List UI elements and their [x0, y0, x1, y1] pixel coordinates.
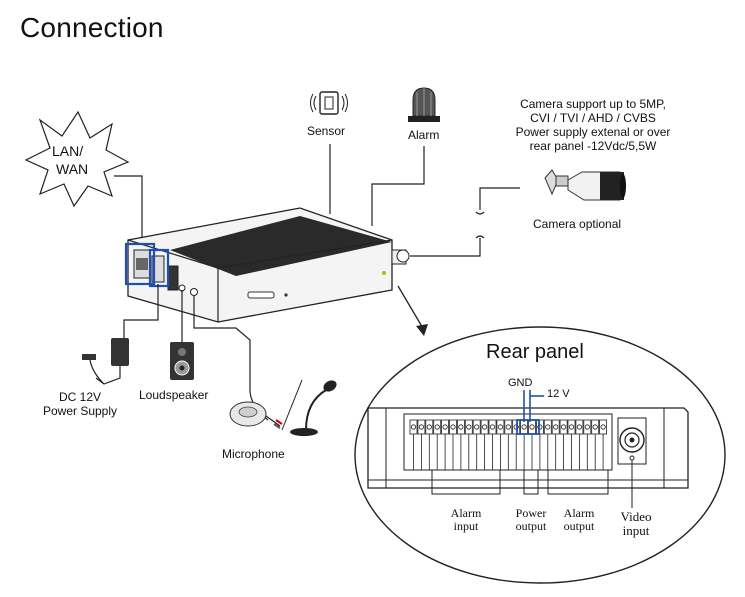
terminal-screw-icon [474, 424, 480, 430]
terminal-screw-icon [560, 424, 567, 430]
loudspeaker-icon [170, 342, 194, 380]
loudspeaker-label: Loudspeaker [139, 388, 209, 402]
camera-wire [410, 187, 520, 257]
camera-support-note: Camera support up to 5MP, CVI / TVI / AH… [515, 97, 671, 153]
alarm-output-bracket [547, 470, 609, 495]
terminal-screw-icon [521, 424, 527, 430]
terminal-screw-icon [553, 424, 559, 430]
power-wire [123, 284, 159, 340]
recorder-device [127, 207, 410, 323]
video-input-bnc-icon [617, 417, 647, 508]
microphone-label: Microphone [222, 447, 285, 461]
terminal-screw-icon [584, 424, 590, 430]
terminal-screw-icon [545, 424, 551, 430]
terminal-screw-icon [410, 424, 417, 430]
terminal-screw-icon [426, 424, 432, 430]
terminal-screw-icon [568, 424, 575, 430]
gnd-label: GND [508, 377, 533, 389]
terminal-screw-icon [442, 424, 448, 430]
terminal-screw-icon [450, 424, 456, 430]
lan-wire [114, 175, 143, 255]
terminal-screw-icon [466, 424, 472, 430]
terminal-screw-icon [600, 424, 606, 430]
ceiling-microphone-icon [229, 401, 283, 429]
terminal-screw-icon [576, 424, 583, 430]
alarm-wire [371, 146, 425, 226]
power-port-highlight [148, 248, 170, 288]
12v-label: 12 V [547, 388, 570, 400]
camera-optional-label: Camera optional [533, 217, 622, 231]
terminal-screw-icon [458, 424, 464, 430]
alarm-label: Alarm [408, 128, 440, 142]
terminal-screw-icon [529, 424, 535, 430]
sensor-label: Sensor [307, 124, 346, 138]
terminal-screw-icon [434, 424, 440, 430]
divider-slash [281, 379, 303, 431]
terminal-screw-icon [418, 424, 424, 430]
alarm-input-bracket [431, 470, 501, 495]
gooseneck-microphone-icon [290, 380, 337, 436]
lan-wan-label: LAN/WAN [52, 143, 89, 177]
sensor-icon [310, 91, 348, 115]
terminal-screw-icon [497, 424, 503, 430]
page-title: Connection [20, 12, 164, 43]
power-adapter-icon [82, 338, 129, 385]
power-output-bracket [523, 470, 539, 495]
terminal-screw-icon [505, 424, 511, 430]
lan-wan-burst-icon [24, 110, 130, 208]
power-terminal-highlight [516, 390, 544, 435]
alarm-siren-icon [408, 87, 440, 122]
rear-panel-arrow [397, 285, 425, 331]
terminal-screw-icon [592, 424, 598, 430]
terminal-screw-icon [489, 424, 496, 430]
terminal-screw-icon [481, 424, 488, 430]
lan-port-highlight [124, 242, 156, 286]
rear-panel-title: Rear panel [486, 341, 584, 363]
bullet-camera-icon [544, 169, 626, 201]
